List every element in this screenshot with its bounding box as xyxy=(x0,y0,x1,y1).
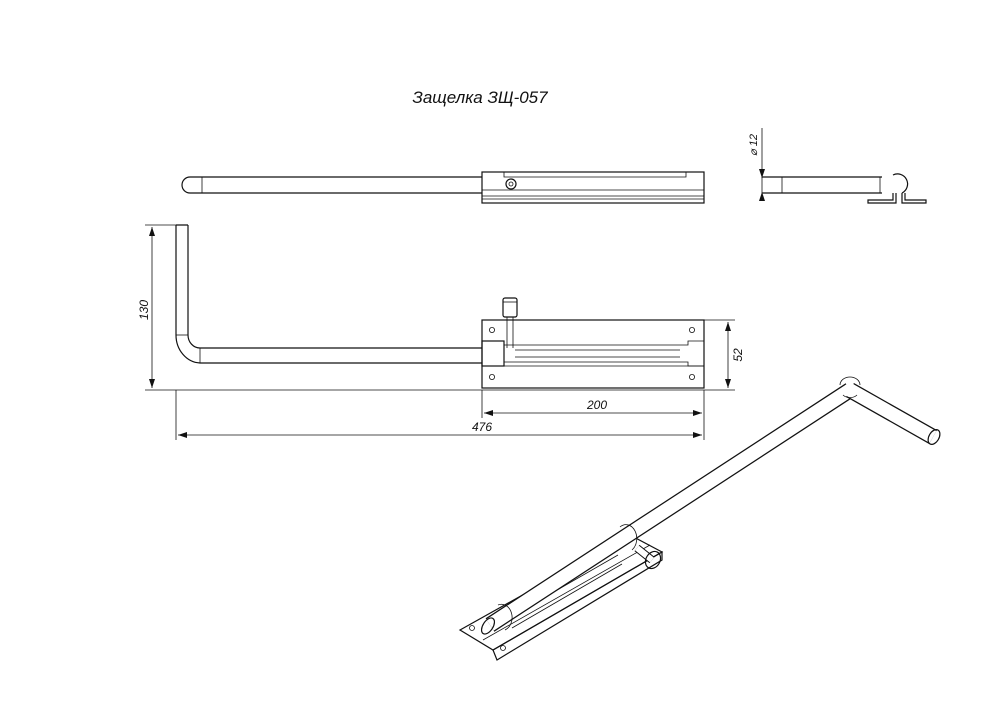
isometric-view xyxy=(458,376,941,661)
dimension-plate-length: 200 xyxy=(586,398,607,412)
side-view: ⌀ 12 xyxy=(748,128,927,204)
dimension-rod-diameter: ⌀ 12 xyxy=(748,134,760,156)
top-view xyxy=(181,171,705,204)
drawing-title: Защелка ЗЩ-057 xyxy=(412,88,548,107)
dimension-total-length: 476 xyxy=(472,420,492,434)
dimensions: 130 52 200 476 xyxy=(137,224,745,440)
front-view xyxy=(175,224,705,389)
dimension-height: 130 xyxy=(137,300,151,320)
dimension-plate-height: 52 xyxy=(731,348,745,362)
